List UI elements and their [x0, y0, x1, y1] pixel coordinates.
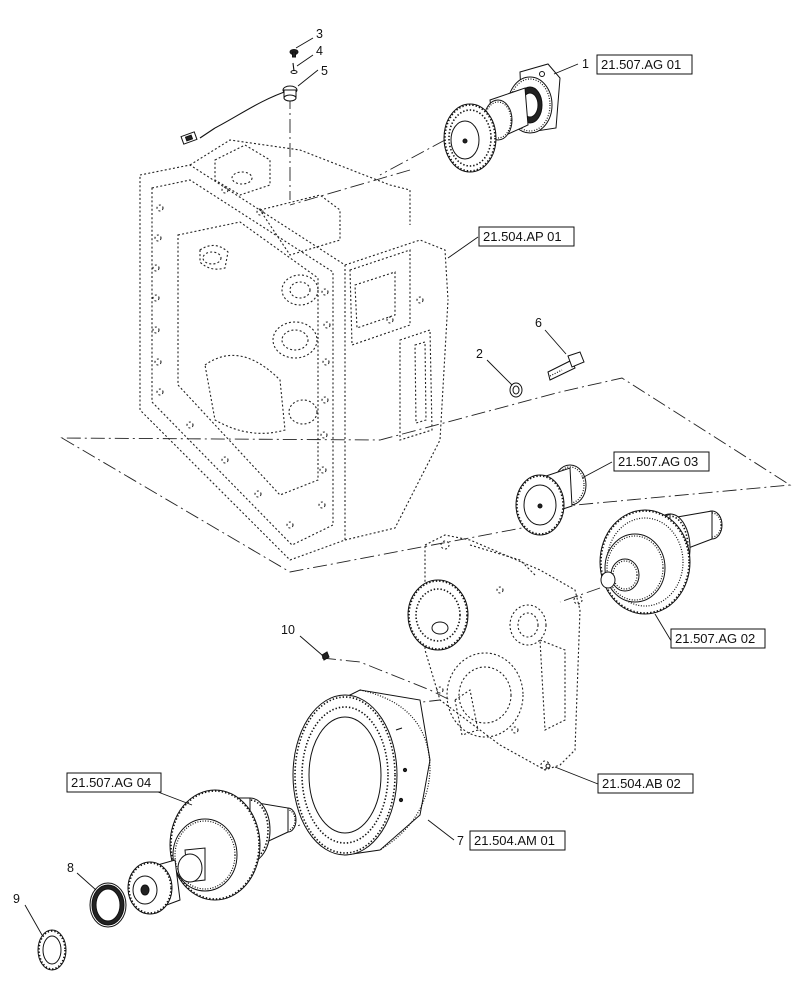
ref-label-ab02: 21.504.AB 02 [602, 776, 681, 791]
input-gear-shaft-assembly [443, 63, 561, 173]
ring-gear-drum [292, 689, 431, 856]
ref-label-ap01: 21.504.AP 01 [483, 229, 562, 244]
callout-3: 3 [316, 27, 323, 41]
callout-9: 9 [13, 892, 20, 906]
sensor-screw [289, 49, 299, 58]
ref-box-ag02[interactable]: 21.507.AG 02 [670, 628, 766, 649]
callout-numbers: 3 4 5 1 2 6 10 7 8 9 [13, 27, 589, 906]
leader-lines [24, 37, 674, 936]
sensor-washer [290, 62, 298, 74]
ref-label-ag03: 21.507.AG 03 [618, 454, 698, 469]
speed-sensor-harness [180, 85, 298, 145]
planetary-carrier-assembly [127, 789, 297, 915]
bolt-washer [509, 382, 523, 398]
callout-2: 2 [476, 347, 483, 361]
ref-box-am01[interactable]: 21.504.AM 01 [469, 830, 566, 851]
reference-labels: 21.507.AG 01 21.504.AP 01 21.507.AG 03 2… [66, 54, 766, 851]
callout-1: 1 [582, 57, 589, 71]
callout-6: 6 [535, 316, 542, 330]
ref-label-ag02: 21.507.AG 02 [675, 631, 755, 646]
transmission-housing [139, 139, 449, 561]
ref-box-ab02[interactable]: 21.504.AB 02 [597, 773, 694, 794]
mounting-plane [60, 377, 792, 573]
ref-label-ag01: 21.507.AG 01 [601, 57, 681, 72]
callout-4: 4 [316, 44, 323, 58]
cover-screw [321, 651, 330, 661]
callout-10: 10 [281, 623, 295, 637]
lock-nut [37, 929, 67, 971]
ref-label-ag04: 21.507.AG 04 [71, 775, 151, 790]
ref-box-ag01[interactable]: 21.507.AG 01 [596, 54, 693, 75]
clutch-pack-assembly [599, 509, 723, 615]
mounting-bolt [547, 351, 585, 381]
callout-8: 8 [67, 861, 74, 875]
flange-bolt-holes [152, 186, 424, 529]
gear-cover-housing [407, 534, 583, 771]
ref-box-ag03[interactable]: 21.507.AG 03 [613, 451, 710, 472]
bearing-ring [89, 882, 127, 928]
callout-5: 5 [321, 64, 328, 78]
ref-box-ag04[interactable]: 21.507.AG 04 [66, 772, 162, 793]
cluster-gear-assembly [515, 464, 587, 536]
ref-label-am01: 21.504.AM 01 [474, 833, 555, 848]
ref-box-ap01[interactable]: 21.504.AP 01 [478, 226, 575, 247]
callout-7: 7 [457, 834, 464, 848]
